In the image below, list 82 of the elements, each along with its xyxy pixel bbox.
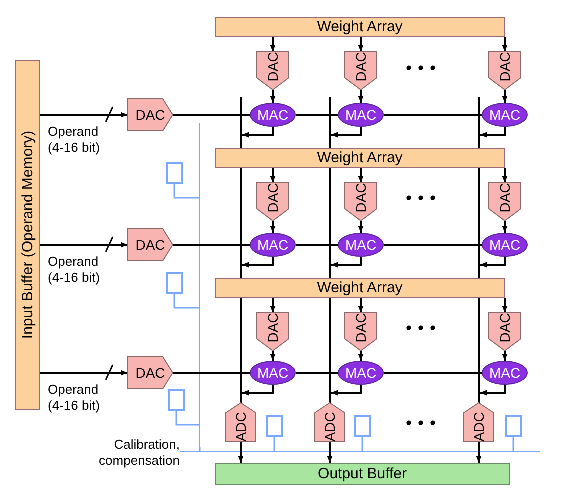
dac-label: DAC [136,238,166,252]
arrow [270,221,276,233]
connector-line [296,114,338,116]
arrow [40,236,128,252]
dac-label: DAC [498,313,512,343]
connector-line [384,244,482,246]
connector-line [274,437,276,452]
arrow [502,298,508,313]
connector-line [173,244,250,246]
arrow [502,37,508,52]
mac-label: MAC [257,238,289,252]
arrow [327,442,333,463]
arrow [476,442,482,463]
arrow [331,127,362,138]
connector-line [384,372,482,374]
connector-line [173,372,250,374]
arrow [238,442,244,463]
adc-label: ADC [323,412,337,442]
dac-label: DAC [266,52,280,82]
arrow [242,385,274,396]
dac-label: DAC [354,183,368,213]
arrow [358,37,364,52]
dac-label: DAC [498,52,512,82]
arrow [502,90,508,103]
adc-label: ADC [234,412,248,442]
arrow [358,221,364,233]
mac-label: MAC [489,366,521,380]
connector-line [173,114,250,116]
arrow [270,37,276,52]
arrow [40,364,128,380]
weight-array-label: Weight Array [317,150,403,166]
weight-array-label: Weight Array [317,20,403,34]
mac-label: MAC [345,366,377,380]
arrow [270,90,276,103]
arrow [502,221,508,233]
connector-line [176,411,200,426]
arrow [270,351,276,361]
arrow [358,298,364,313]
dac-label: DAC [354,313,368,343]
weight-array-label: Weight Array [317,280,403,296]
arrow [358,168,364,183]
arrow [40,106,128,122]
arrow [480,385,506,396]
arrow [358,351,364,361]
dac-label: DAC [266,183,280,213]
mac-label: MAC [489,108,521,122]
connector-line [199,447,201,452]
arrow [242,257,274,268]
connector-line [512,437,514,452]
dac-label: DAC [136,366,166,380]
arrow [270,298,276,313]
connector-line [296,372,338,374]
connector-line [174,294,200,309]
arrow [502,168,508,183]
connector-line [240,388,242,403]
mac-label: MAC [257,366,289,380]
mac-label: MAC [345,108,377,122]
connector-line [362,437,364,452]
dac-label: DAC [354,52,368,82]
arrow [502,351,508,361]
arrow [480,127,506,138]
mac-label: MAC [489,238,521,252]
connector-line [478,388,480,403]
dac-label: DAC [266,313,280,343]
mac-label: MAC [345,238,377,252]
connector-line [384,114,482,116]
dac-label: DAC [498,183,512,213]
connector-line [296,244,338,246]
arrow [270,168,276,183]
arrow [331,385,362,396]
buffer-label: Input Buffer (Operand Memory) [20,130,35,340]
adc-label: ADC [472,412,486,442]
dac-label: DAC [136,108,166,122]
calibration-label: Calibration, compensation [98,437,180,470]
arrow [242,127,274,138]
buffer-label: Output Buffer [318,466,407,482]
connector-line [174,184,200,199]
arrow [358,90,364,103]
connector-line [329,388,331,403]
arrow [480,257,506,268]
arrow [331,257,362,268]
mac-label: MAC [257,108,289,122]
